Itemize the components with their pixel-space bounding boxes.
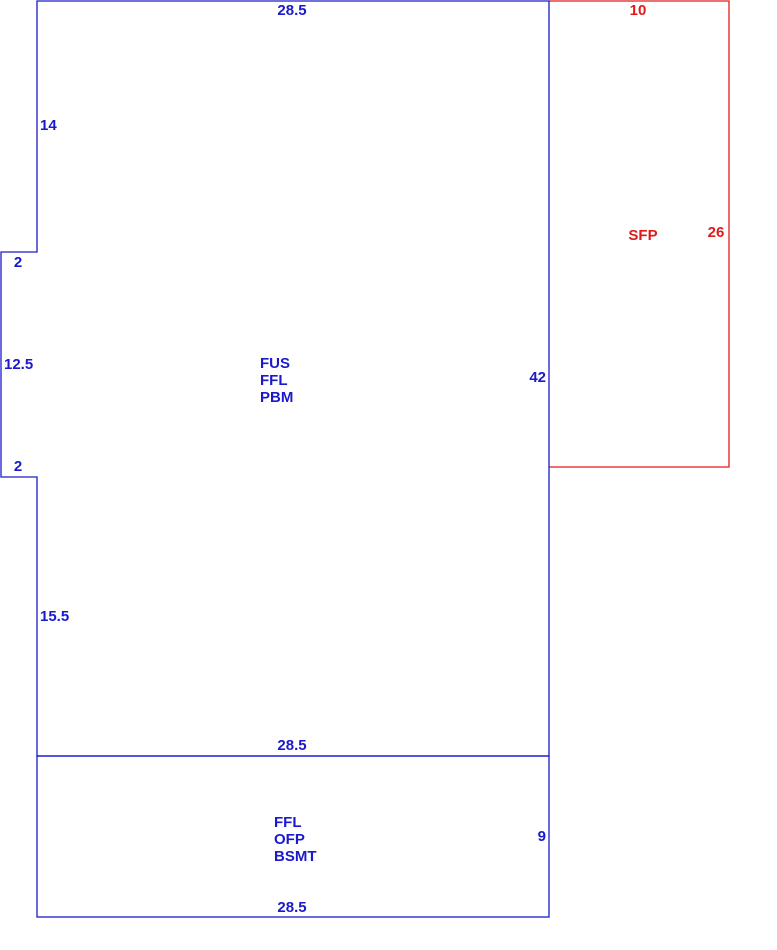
main-recess-dimension: 12.5: [4, 356, 33, 373]
lower-area-code: FFL: [274, 814, 302, 831]
main-area: 28.5 14 2 12.5 2 15.5 42 28.5 FUS FFL PB…: [0, 0, 550, 757]
sfp-right-dimension: 26: [708, 224, 725, 241]
lower-area-code: BSMT: [274, 848, 317, 865]
main-area-code: FFL: [260, 372, 288, 389]
main-right-dimension: 42: [529, 369, 546, 386]
main-bottom-dimension: 28.5: [277, 737, 306, 754]
main-lower-left-dimension: 15.5: [40, 608, 69, 625]
lower-right-dimension: 9: [538, 828, 546, 845]
sfp-area: 10 26 SFP: [549, 0, 730, 468]
lower-area: 9 28.5 FFL OFP BSMT: [36, 755, 550, 918]
main-area-code: PBM: [260, 389, 293, 406]
main-top-dimension: 28.5: [277, 2, 306, 19]
main-jog-top-dimension: 2: [14, 254, 22, 271]
lower-bottom-dimension: 28.5: [277, 899, 306, 916]
main-upper-left-dimension: 14: [40, 117, 57, 134]
sfp-top-dimension: 10: [630, 2, 647, 19]
sfp-area-code: SFP: [628, 227, 657, 244]
main-area-code: FUS: [260, 355, 290, 372]
lower-outline: [36, 755, 550, 918]
lower-area-code: OFP: [274, 831, 305, 848]
main-jog-bottom-dimension: 2: [14, 458, 22, 475]
sfp-outline: [549, 0, 730, 468]
main-outline: [0, 0, 550, 757]
